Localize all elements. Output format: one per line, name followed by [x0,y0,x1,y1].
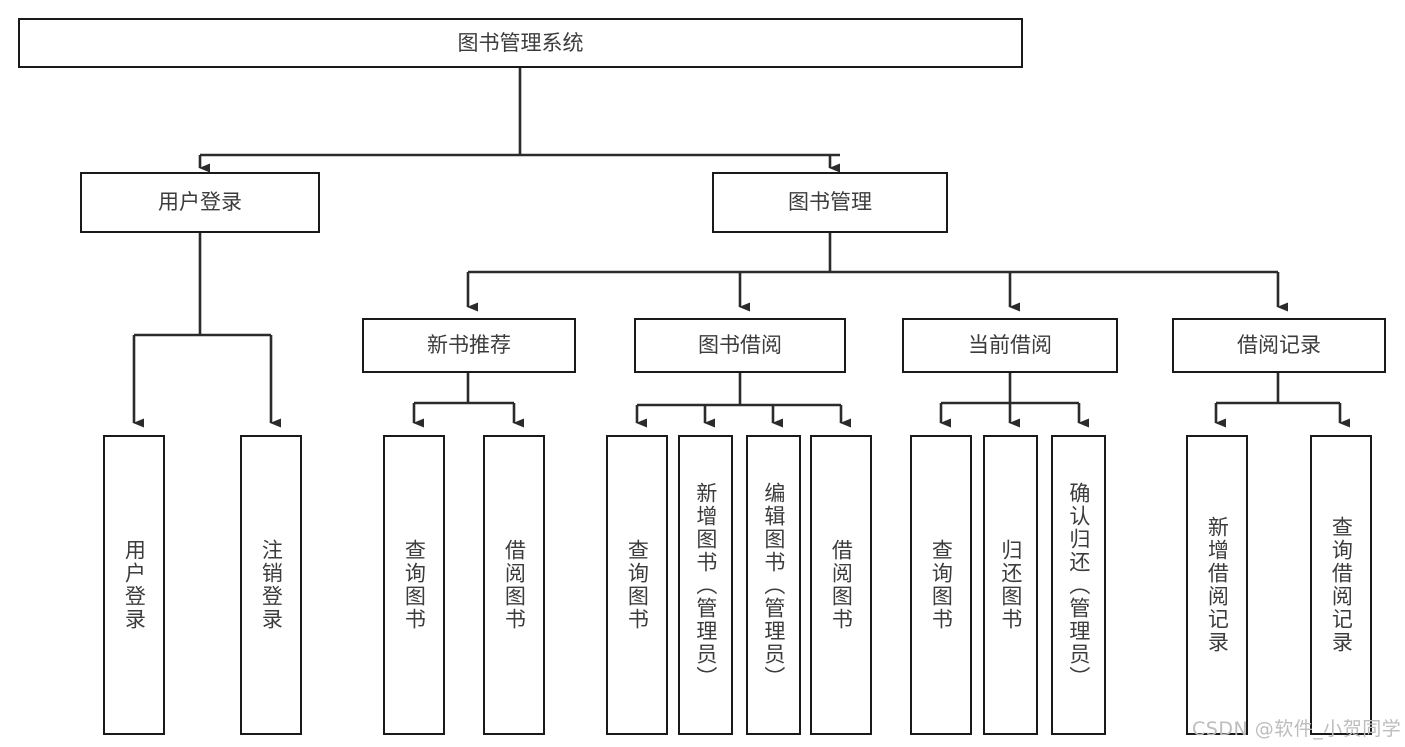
node-book-borrow[interactable]: 图书借阅 [634,318,846,373]
watermark-text: CSDN @软件_小贺同学 [1192,718,1402,740]
node-root-library-system[interactable]: 图书管理系统 [18,18,1023,68]
node-label: 查询借阅记录 [1329,516,1354,654]
leaf-borrow-add-book-admin[interactable]: 新增图书（管理员） [678,435,733,735]
node-label: 当前借阅 [968,333,1052,358]
node-label: 图书管理 [788,190,872,215]
leaf-new-book-query[interactable]: 查询图书 [383,435,445,735]
node-user-login[interactable]: 用户登录 [80,172,320,233]
node-label: 图书管理系统 [457,30,584,55]
leaf-current-return-book[interactable]: 归还图书 [983,435,1038,735]
leaf-borrow-query-book[interactable]: 查询图书 [606,435,668,735]
node-book-management[interactable]: 图书管理 [712,172,948,233]
node-label: 注销登录 [259,539,284,631]
leaf-user-login-signin[interactable]: 用户登录 [103,435,165,735]
node-current-borrow[interactable]: 当前借阅 [902,318,1118,373]
node-label: 用户登录 [158,190,242,215]
node-label: 用户登录 [122,539,147,631]
leaf-records-add-record[interactable]: 新增借阅记录 [1186,435,1248,735]
leaf-new-book-borrow[interactable]: 借阅图书 [483,435,545,735]
node-label: 确认归还（管理员） [1066,481,1091,689]
leaf-current-query-book[interactable]: 查询图书 [910,435,972,735]
node-label: 图书借阅 [698,333,782,358]
node-borrow-records[interactable]: 借阅记录 [1172,318,1386,373]
node-label: 查询图书 [929,539,954,631]
node-label: 编辑图书（管理员） [761,481,786,689]
leaf-current-confirm-return-admin[interactable]: 确认归还（管理员） [1051,435,1106,735]
leaf-borrow-edit-book-admin[interactable]: 编辑图书（管理员） [746,435,801,735]
leaf-records-query-record[interactable]: 查询借阅记录 [1310,435,1372,735]
node-label: 查询图书 [402,539,427,631]
leaf-borrow-borrow-book[interactable]: 借阅图书 [810,435,872,735]
leaf-user-login-signout[interactable]: 注销登录 [240,435,302,735]
node-label: 借阅图书 [829,539,854,631]
node-label: 新书推荐 [427,333,511,358]
node-new-book-recommend[interactable]: 新书推荐 [362,318,576,373]
node-label: 新增借阅记录 [1205,516,1230,654]
node-label: 借阅记录 [1237,333,1321,358]
node-label: 新增图书（管理员） [693,481,718,689]
node-label: 借阅图书 [502,539,527,631]
node-label: 归还图书 [998,539,1023,631]
node-label: 查询图书 [625,539,650,631]
